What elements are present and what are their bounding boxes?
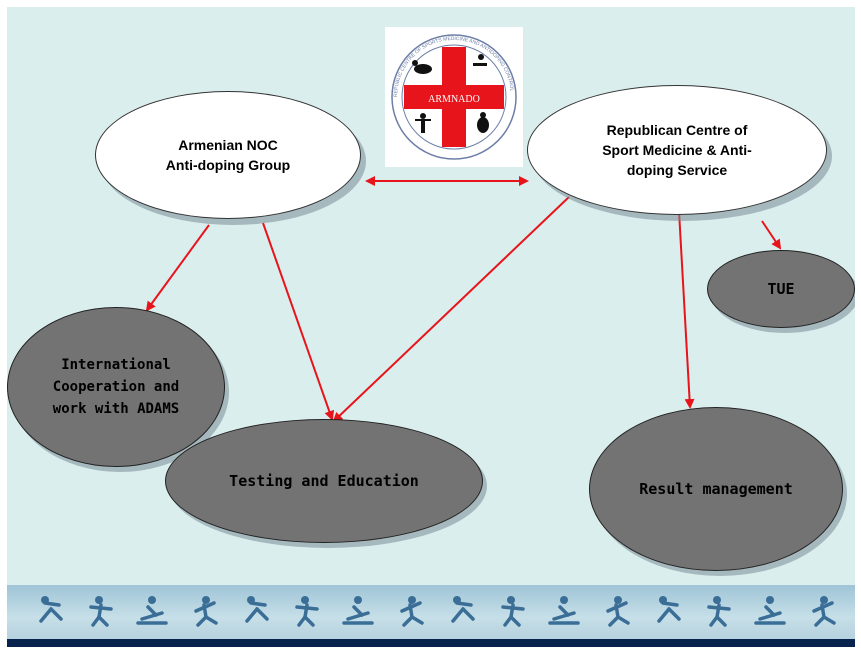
armnado-logo: REPUBLIC CENTRE OF SPORTS MEDICINE AND A… [385,27,523,167]
cycling-icon [289,593,325,629]
arrow-centre-result [678,210,695,409]
wrestling-icon [649,593,685,629]
republican-centre-node: Republican Centre of Sport Medicine & An… [527,85,827,215]
skating-icon [495,593,531,629]
running-icon [237,593,273,629]
arrow-noc-testing [262,222,335,421]
football-icon [598,593,634,629]
connector-arrows [145,176,782,423]
weightlifting-icon [83,593,119,629]
arrow-centre-testing [332,196,570,423]
sports-banner [7,585,855,639]
testing-education-node: Testing and Education [165,419,483,543]
skiing-icon [546,593,582,629]
arrow-noc-international [145,224,210,312]
volleyball-icon [701,593,737,629]
boxing-icon [443,593,479,629]
armenian-noc-node: Armenian NOC Anti-doping Group [95,91,361,219]
international-cooperation-node: International Cooperation and work with … [7,307,225,467]
diagram-slide: REPUBLIC CENTRE OF SPORTS MEDICINE AND A… [7,7,855,647]
arrow-centre-tue [761,220,782,250]
tue-node: TUE [707,250,855,328]
fencing-icon [804,593,840,629]
gymnastics-icon [31,593,67,629]
basketball-icon [186,593,222,629]
hockey-icon [752,593,788,629]
svg-text:ARMNADO: ARMNADO [428,94,480,105]
swimming-icon [392,593,428,629]
result-management-node: Result management [589,407,843,571]
banner-bottom-bar [7,639,855,647]
tennis-icon [340,593,376,629]
rowing-icon [134,593,170,629]
